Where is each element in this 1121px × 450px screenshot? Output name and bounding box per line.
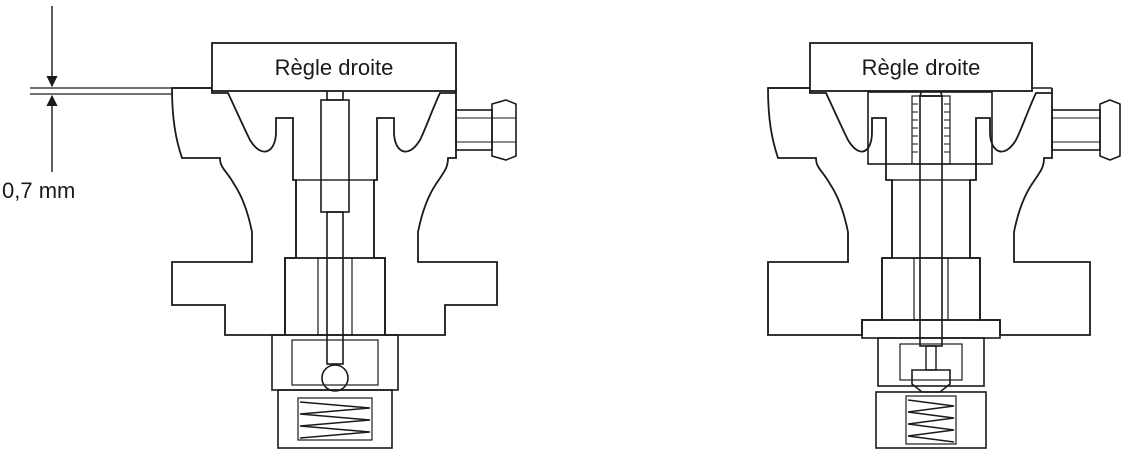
right-plunger-rod bbox=[919, 95, 943, 347]
right-ruler-label: Règle droite bbox=[862, 55, 981, 80]
left-check-ball bbox=[321, 364, 349, 392]
left-spring-housing bbox=[277, 389, 393, 449]
right-inner-bore bbox=[891, 179, 971, 259]
gap-dimension: 0,7 mm bbox=[2, 6, 172, 203]
left-valve-assembly bbox=[171, 79, 517, 449]
left-body-left-half bbox=[171, 87, 297, 336]
left-inner-bore bbox=[295, 179, 375, 259]
right-flange-plate bbox=[861, 319, 1001, 339]
left-hex-bolt bbox=[491, 99, 517, 161]
left-plunger-rod bbox=[320, 99, 350, 213]
left-spring bbox=[299, 401, 371, 439]
left-ruler-label: Règle droite bbox=[275, 55, 394, 80]
right-spring-housing bbox=[875, 391, 987, 449]
right-valve-assembly bbox=[767, 83, 1121, 449]
left-guide-sleeve bbox=[284, 257, 386, 336]
right-side-port bbox=[1051, 109, 1101, 151]
right-straight-ruler: Règle droite bbox=[809, 42, 1033, 92]
left-body-right-half bbox=[373, 88, 498, 336]
right-spring bbox=[907, 399, 955, 443]
right-hex-bolt bbox=[1099, 99, 1121, 161]
dimension-label: 0,7 mm bbox=[2, 178, 75, 203]
right-valve-poppet bbox=[911, 369, 951, 393]
left-side-port bbox=[455, 109, 493, 151]
right-body-right-half bbox=[969, 88, 1091, 336]
right-lower-cage bbox=[877, 337, 985, 387]
left-straight-ruler: Règle droite bbox=[211, 42, 457, 92]
right-guide-sleeve bbox=[881, 257, 981, 321]
left-lower-cage bbox=[271, 334, 399, 391]
right-body-left-half bbox=[767, 87, 893, 336]
